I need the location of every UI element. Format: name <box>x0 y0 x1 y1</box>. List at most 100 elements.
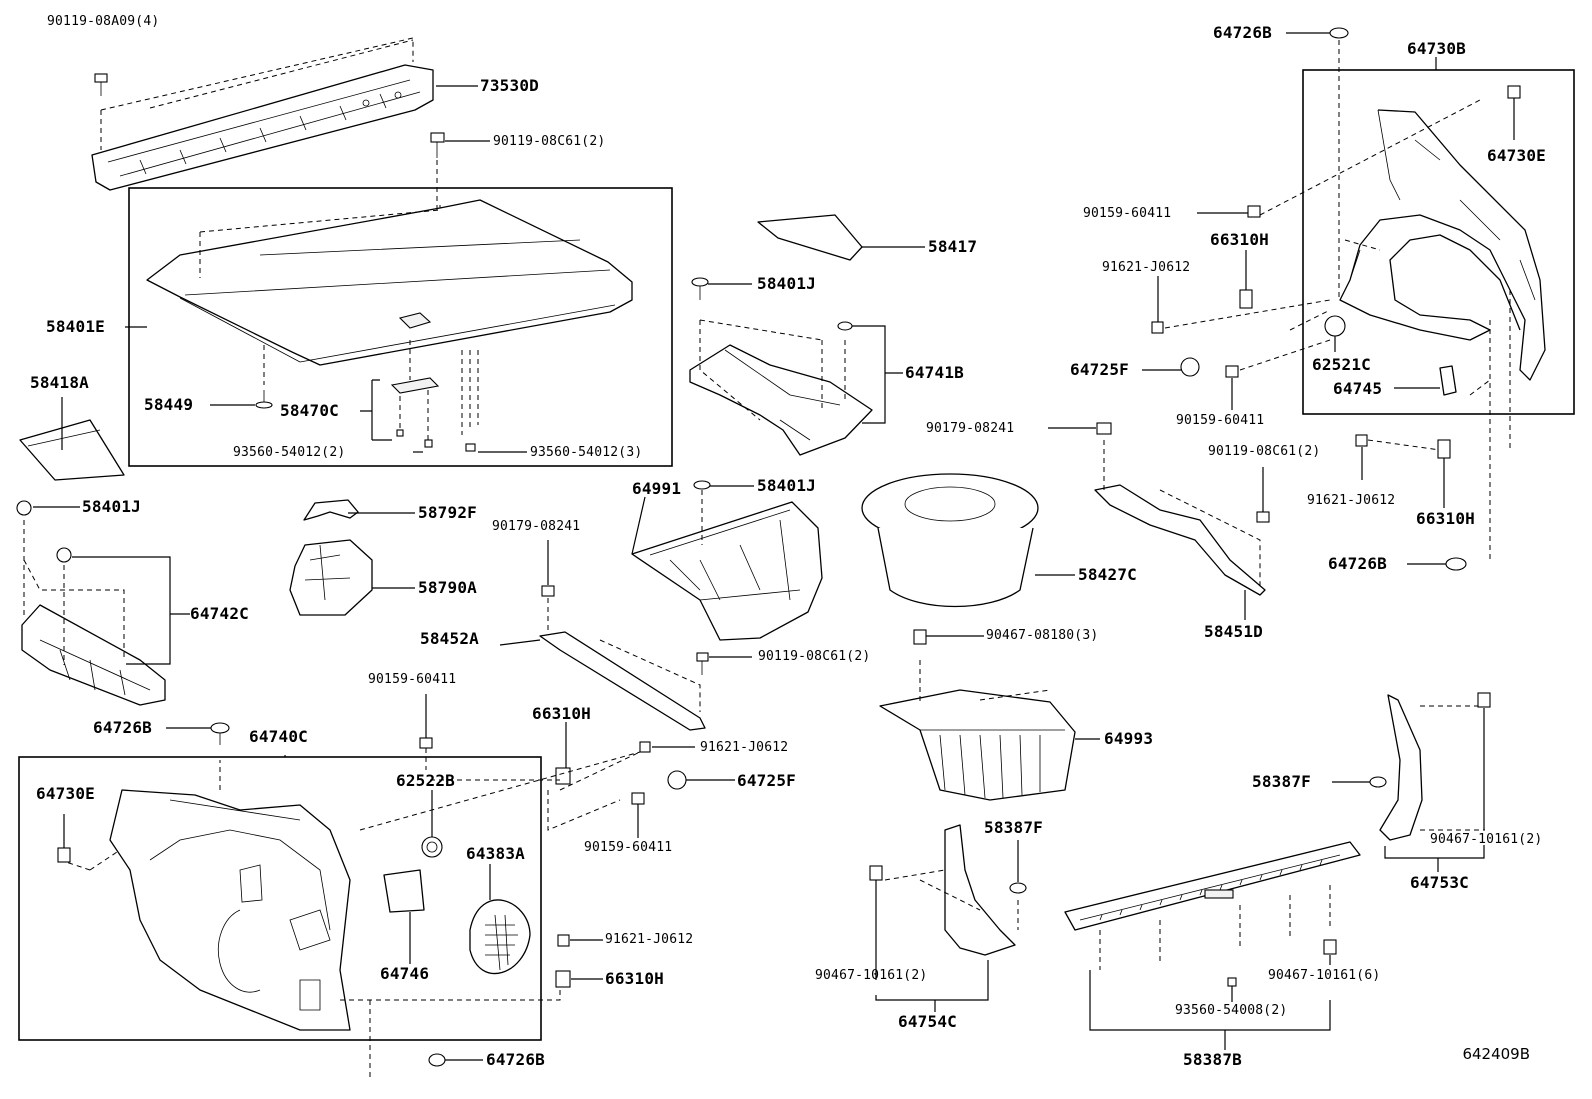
screw-91621-J0612-d <box>1355 434 1441 480</box>
grille-64383A <box>469 864 531 975</box>
clip-64726B-a <box>166 722 230 745</box>
label-64753C: 64753C <box>1410 873 1469 892</box>
handle-58470C <box>390 340 440 448</box>
label-58418A: 58418A <box>30 373 89 392</box>
label-58470C: 58470C <box>280 401 339 420</box>
label-58401J-tray: 58401J <box>757 476 816 495</box>
label-64726B-top: 64726B <box>1213 23 1272 42</box>
trim-64740C <box>59 760 351 1031</box>
label-66310H-mid: 66310H <box>532 704 591 723</box>
clips-93560-54012 <box>461 350 479 452</box>
bolt-90159-60411-c <box>1197 205 1261 218</box>
holder-58790A <box>289 539 373 616</box>
pillar-64753C <box>1379 694 1485 841</box>
label-93560-54012-3: 93560-54012(3) <box>530 445 643 460</box>
bracket-58451D <box>1094 440 1266 596</box>
label-64742C: 64742C <box>190 604 249 623</box>
clip-64726B-c <box>1286 27 1349 39</box>
label-90119-08A09: 90119-08A09(4) <box>47 14 160 29</box>
label-58401J-mid: 58401J <box>757 274 816 293</box>
label-90179-08241-right: 90179-08241 <box>926 421 1015 436</box>
clip-64726B-d <box>1407 557 1467 571</box>
label-58387F-mid: 58387F <box>984 818 1043 837</box>
label-58449: 58449 <box>144 395 194 414</box>
label-58401J-left: 58401J <box>82 497 141 516</box>
label-90159-60411-mid: 90159-60411 <box>584 840 673 855</box>
label-90467-10161-2-left: 90467-10161(2) <box>815 968 928 983</box>
label-64740C: 64740C <box>249 727 308 746</box>
grommet-62522B <box>421 790 443 858</box>
light-64746 <box>383 869 425 964</box>
label-91621-J0612-right-top: 91621-J0612 <box>1102 260 1191 275</box>
bolt-90159-60411-b <box>631 792 645 838</box>
label-62521C: 62521C <box>1312 355 1371 374</box>
clip-64726B-b <box>428 1053 483 1067</box>
tray-64991 <box>631 501 823 641</box>
hook-58792F <box>303 499 359 521</box>
label-64730E-right: 64730E <box>1487 146 1546 165</box>
right-trim-group-box <box>1302 69 1575 415</box>
trim-64742C <box>16 500 166 706</box>
clip-64730E-b <box>1507 85 1521 140</box>
label-64745: 64745 <box>1333 379 1383 398</box>
label-90467-10161-2-right: 90467-10161(2) <box>1430 832 1543 847</box>
spare-58427C <box>861 473 1039 608</box>
label-62522B: 62522B <box>396 771 455 790</box>
clip-90467-10161-c <box>1477 692 1491 830</box>
screw-91621-J0612-c <box>1151 276 1331 334</box>
clip-66310H-a <box>555 722 571 785</box>
box-64993 <box>879 660 1076 801</box>
bolt-90119-08C61-right <box>1256 467 1270 523</box>
label-64726B-bottom: 64726B <box>486 1050 545 1069</box>
label-64730B: 64730B <box>1407 39 1466 58</box>
clip-58387F-a <box>1009 840 1027 894</box>
scuff-58387B <box>1064 841 1361 970</box>
pin-58449 <box>255 345 273 409</box>
rail-73530D <box>91 64 434 191</box>
label-90159-60411-left: 90159-60411 <box>368 672 457 687</box>
label-90119-08C61-mid: 90119-08C61(2) <box>758 649 871 664</box>
label-66310H-right-low: 66310H <box>1416 509 1475 528</box>
label-58387F-right: 58387F <box>1252 772 1311 791</box>
clip-64725F-b <box>1142 357 1200 377</box>
label-91621-J0612-right-low: 91621-J0612 <box>1307 493 1396 508</box>
label-58387B: 58387B <box>1183 1050 1242 1069</box>
label-58401E: 58401E <box>46 317 105 336</box>
clip-58401J-a <box>691 277 709 300</box>
clip-93560-54008 <box>1227 977 1237 1002</box>
screw-91621-J0612-a <box>639 741 695 753</box>
bolt-90119-08C61-mid <box>696 652 709 675</box>
bolt-90119-08A09 <box>94 73 108 96</box>
diagram-id: 642409B <box>1462 1045 1530 1063</box>
label-64746: 64746 <box>380 964 430 983</box>
bolt-90119-08C61-top <box>430 132 445 210</box>
label-73530D: 73530D <box>480 76 539 95</box>
bracket-58452A <box>539 631 706 731</box>
bolt-90159-60411-a <box>419 694 433 770</box>
duct-64741B <box>689 319 873 456</box>
label-64383A: 64383A <box>466 844 525 863</box>
label-90467-08180: 90467-08180(3) <box>986 628 1099 643</box>
label-90159-60411-right-top: 90159-60411 <box>1083 206 1172 221</box>
label-66310H-right-top: 66310H <box>1210 230 1269 249</box>
label-93560-54008: 93560-54008(2) <box>1175 1003 1288 1018</box>
label-91621-J0612-low: 91621-J0612 <box>605 932 694 947</box>
label-90119-08C61-right: 90119-08C61(2) <box>1208 444 1321 459</box>
panel-58417 <box>757 214 863 261</box>
label-90119-08C61-top: 90119-08C61(2) <box>493 134 606 149</box>
label-93560-54012-2: 93560-54012(2) <box>233 445 346 460</box>
trim-64730B <box>1259 40 1546 560</box>
label-58451D: 58451D <box>1204 622 1263 641</box>
clip-64745 <box>1394 365 1457 396</box>
left-trim-group-box <box>18 756 542 1041</box>
label-64725F-right: 64725F <box>1070 360 1129 379</box>
clip-90467-10161-b <box>1323 939 1337 965</box>
board-58418A <box>19 419 125 481</box>
label-66310H-low: 66310H <box>605 969 664 988</box>
clip-64725F-a <box>667 770 735 790</box>
clip-66310H-c <box>1239 250 1253 309</box>
label-64991: 64991 <box>632 479 682 498</box>
label-90467-10161-6: 90467-10161(6) <box>1268 968 1381 983</box>
